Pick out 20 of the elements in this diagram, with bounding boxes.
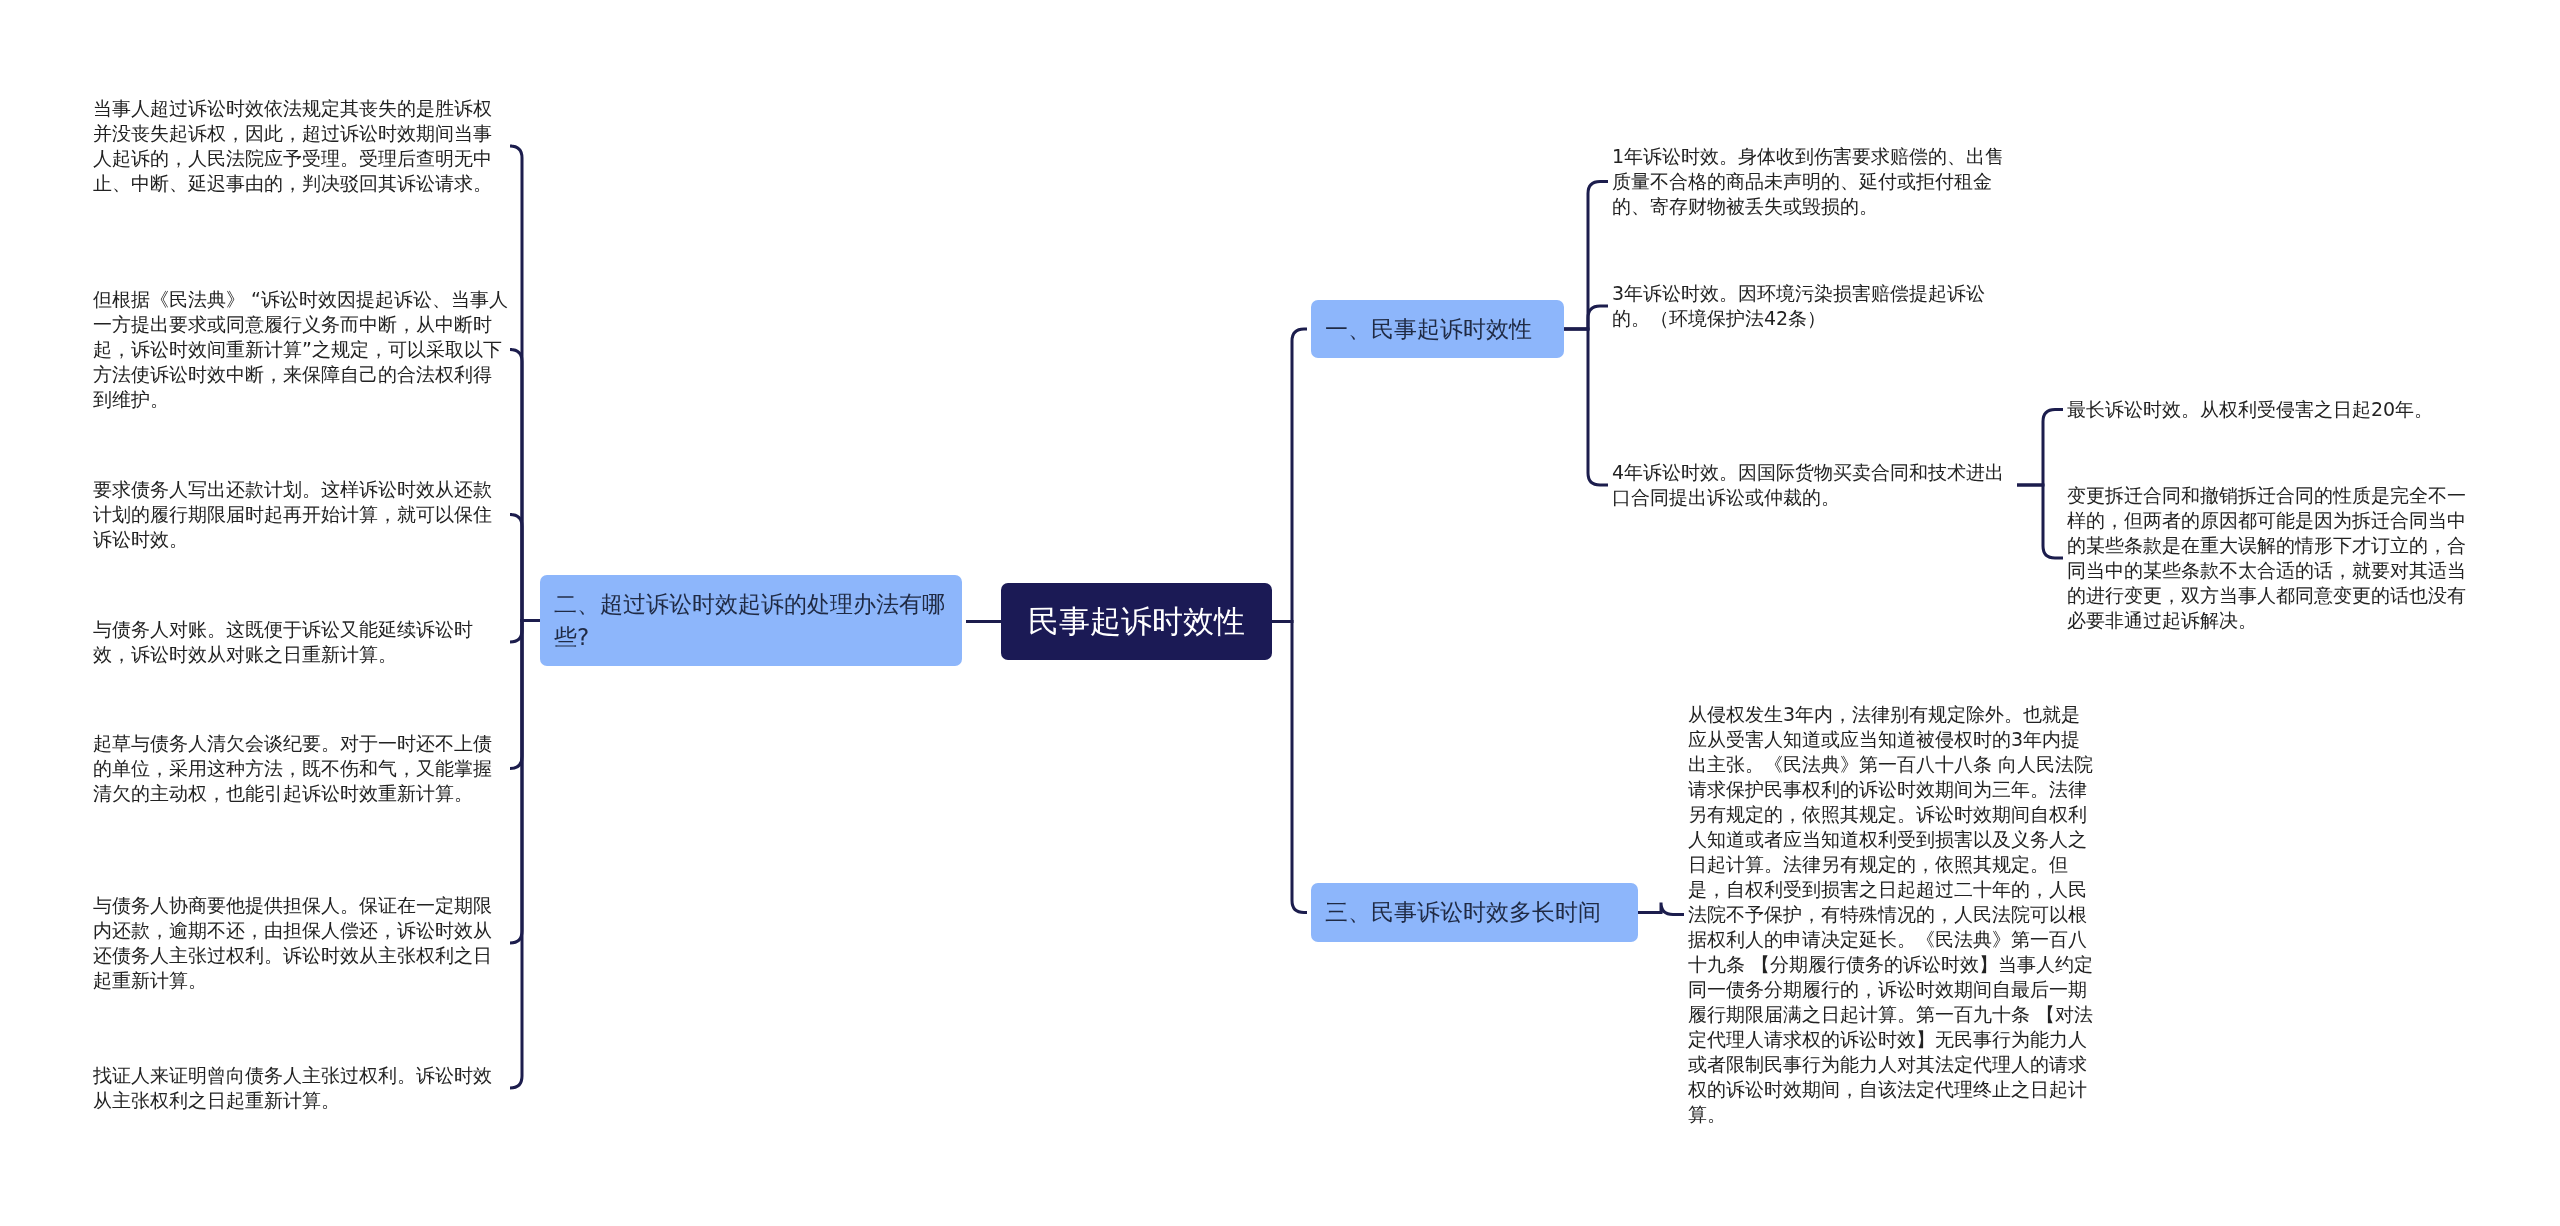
note-text: 4年诉讼时效。因国际货物买卖合同和技术进出口合同提出诉讼或仲裁的。 bbox=[1612, 460, 2017, 510]
note-text: 但根据《民法典》 “诉讼时效因提起诉讼、当事人一方提出要求或同意履行义务而中断，从中断时起，诉讼时效间重新计算”之规定，可以采取以下方法使诉讼时效中断，来保障自己的合法权利得到维护。 bbox=[93, 287, 508, 412]
connector-line bbox=[508, 619, 540, 1090]
note-text: 与债务人协商要他提供担保人。保证在一定期限内还款，逾期不还，由担保人偿还，诉讼时效从还债务人主张过权利。诉讼时效从主张权利之日起重新计算。 bbox=[93, 893, 508, 993]
note-text: 最长诉讼时效。从权利受侵害之日起20年。 bbox=[2067, 397, 2477, 422]
note-text: 变更拆迁合同和撤销拆迁合同的性质是完全不一样的，但两者的原因都可能是因为拆迁合同当中的某些条款是在重大误解的情形下才订立的，合同当中的某些条款不太合适的话，就要对其适当的进行变更，双方当事人都同意变更的话也没有必要非通过起诉解决。 bbox=[2067, 483, 2477, 633]
note-text: 3年诉讼时效。因环境污染损害赔偿提起诉讼的。（环境保护法42条） bbox=[1612, 281, 2017, 331]
connector-line bbox=[1638, 901, 1684, 916]
note-text: 要求债务人写出还款计划。这样诉讼时效从还款计划的履行期限届时起再开始计算，就可以保住诉讼时效。 bbox=[93, 477, 508, 552]
note-text: 与债务人对账。这既便于诉讼又能延续诉讼时效，诉讼时效从对账之日重新计算。 bbox=[93, 617, 508, 667]
note-text: 1年诉讼时效。身体收到伤害要求赔偿的、出售质量不合格的商品未声明的、延付或拒付租金的、寄存财物被丢失或毁损的。 bbox=[1612, 144, 2017, 219]
central-topic: 民事起诉时效性 bbox=[1001, 583, 1272, 660]
connector-line bbox=[966, 620, 1001, 623]
note-text: 起草与债务人清欠会谈纪要。对于一时还不上债的单位，采用这种方法，既不伤和气，又能掌握清欠的主动权，也能引起诉讼时效重新计算。 bbox=[93, 731, 508, 806]
topic-box: 三、民事诉讼时效多长时间 bbox=[1311, 883, 1638, 942]
topic-box: 一、民事起诉时效性 bbox=[1311, 300, 1564, 358]
note-text: 当事人超过诉讼时效依法规定其丧失的是胜诉权并没丧失起诉权，因此，超过诉讼时效期间当事人起诉的，人民法院应予受理。受理后查明无中止、中断、延迟事由的，判决驳回其诉讼请求。 bbox=[93, 96, 508, 196]
note-text: 从侵权发生3年内，法律别有规定除外。也就是应从受害人知道或应当知道被侵权时的3年内提出主张。《民法典》第一百八十八条 向人民法院请求保护民事权利的诉讼时效期间为三年。法律另有规定的，依照其规定。诉讼时效期间自权利人知道或者应当知道权利受到损害以及义务人之日起计算。法律另有规定的，依照其规定。但是，自权利受到损害之日起超过二十年的，人民法院不予保护，有特殊情况的，人民法院可以根据权利人的申请决定延长。《民法典》第一百八十九条 【分期履行债务的诉讼时效】当事人约定同一债务分期履行的，诉讼时效期间自最后一期履行期限届满之日起计算。第一百九十条 【对法定代理人请求权的诉讼时效】无民事行为能力人或者限制民事行为能力人对其法定代理人的请求权的诉讼时效期间，自该法定代理终止之日起计算。 bbox=[1688, 702, 2098, 1127]
topic-box: 二、超过诉讼时效起诉的处理办法有哪些? bbox=[540, 575, 962, 666]
note-text: 找证人来证明曾向债务人主张过权利。诉讼时效从主张权利之日起重新计算。 bbox=[93, 1063, 508, 1113]
